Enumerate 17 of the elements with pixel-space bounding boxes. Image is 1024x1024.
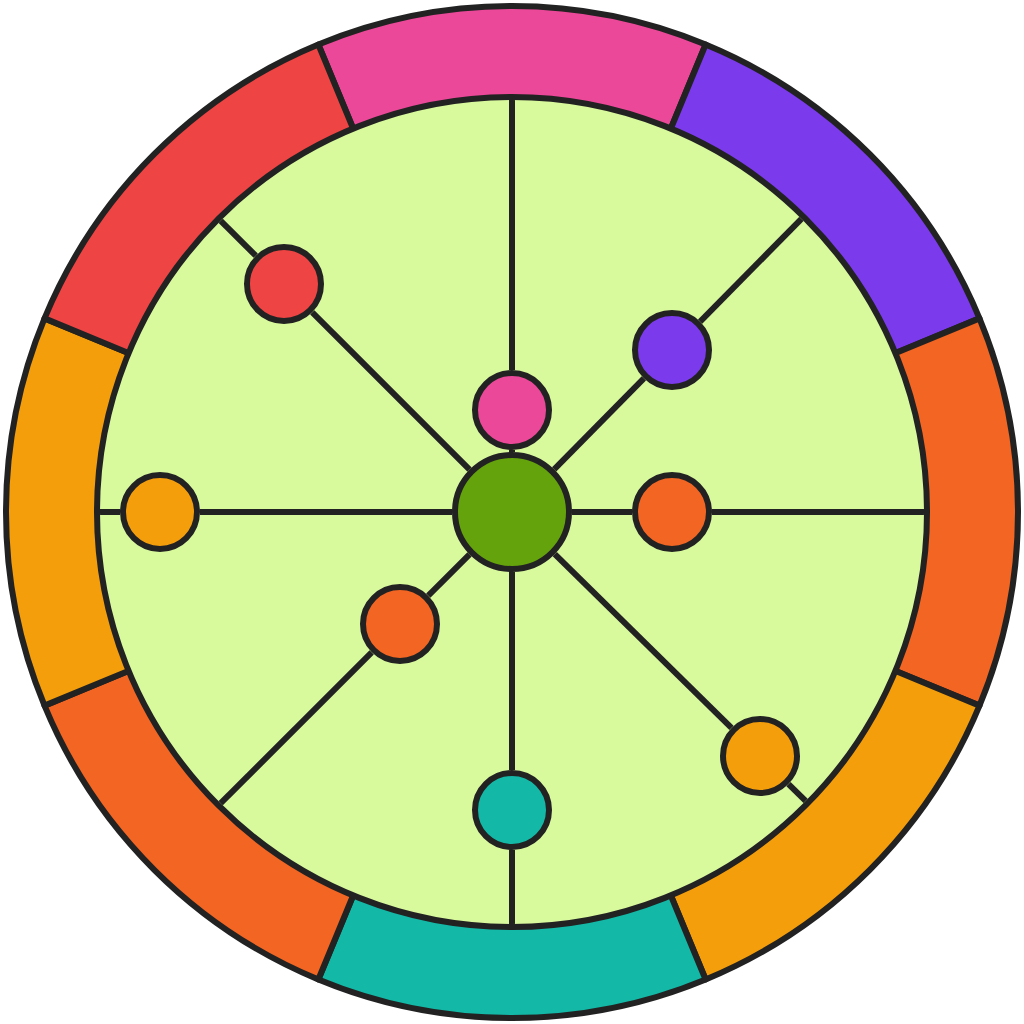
dot-node <box>244 244 324 324</box>
connector-line <box>572 509 632 515</box>
dot-node <box>360 584 440 664</box>
dot-node <box>472 370 552 450</box>
dot-node <box>120 472 200 552</box>
dot-node <box>632 310 712 390</box>
dot-node <box>720 716 800 796</box>
dot-node <box>472 770 552 850</box>
connector-line <box>310 310 472 472</box>
connector-line <box>509 450 515 452</box>
connector-line <box>509 572 515 770</box>
connector-line <box>200 509 452 515</box>
connector-line <box>552 376 647 472</box>
hub-circle <box>452 452 572 572</box>
connector-line <box>426 552 472 598</box>
dot-node <box>632 472 712 552</box>
connector-line <box>552 551 734 731</box>
